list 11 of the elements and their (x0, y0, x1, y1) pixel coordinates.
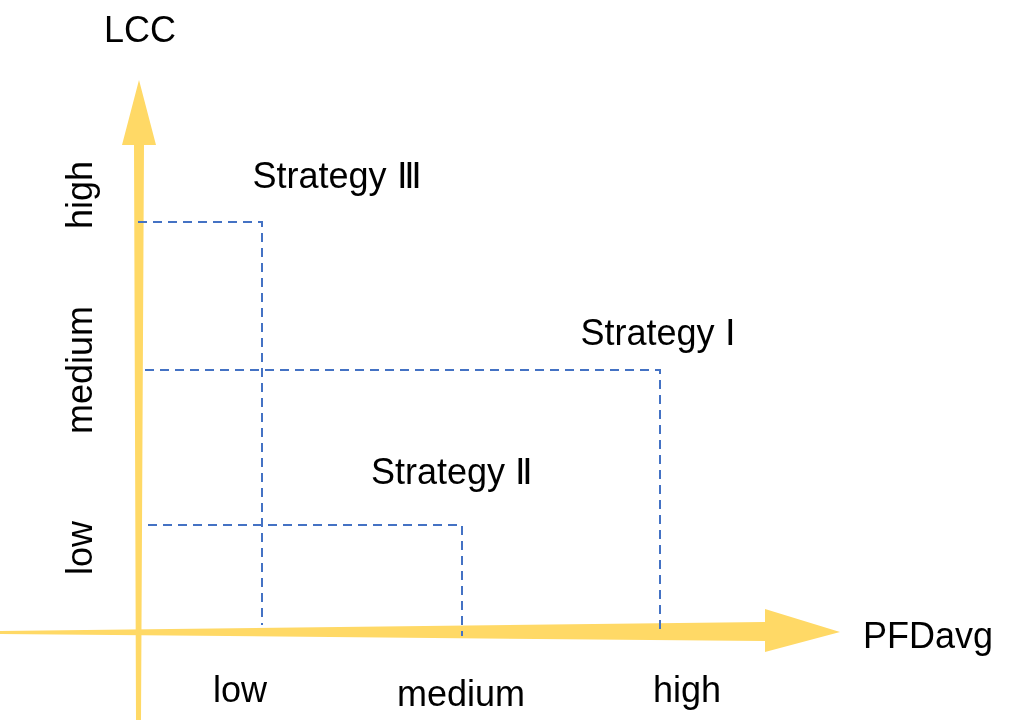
axis-tick-label: high (652, 672, 722, 708)
axis-tick-label: high (62, 160, 98, 230)
axis-tick-label: low (213, 672, 267, 708)
strategy-label: Strategy Ⅰ (580, 315, 736, 351)
axis-tick-label: medium (62, 306, 98, 434)
strategy-label: Strategy Ⅲ (252, 158, 422, 194)
axis-tick-label: medium (397, 676, 525, 712)
axis-title: LCC (104, 12, 176, 48)
axis-title: PFDavg (863, 618, 993, 654)
axis-tick-label: low (62, 521, 98, 575)
strategy-label: Strategy Ⅱ (370, 454, 534, 490)
